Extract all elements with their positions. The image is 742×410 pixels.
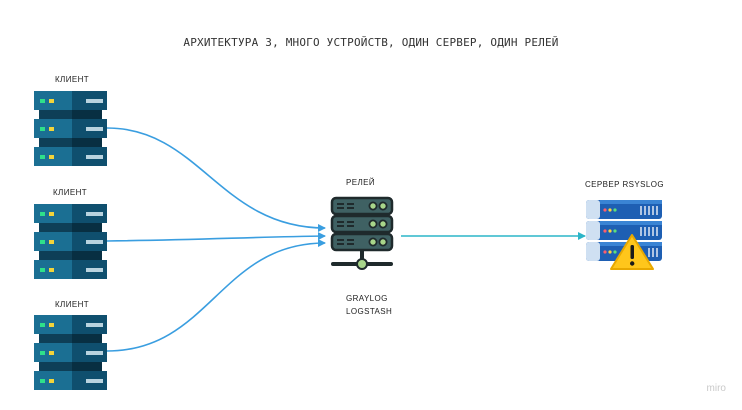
rsyslog-server-icon[interactable] [586, 200, 662, 270]
arrow-client-3-to-relay[interactable] [106, 239, 326, 352]
client-2-server-icon[interactable] [34, 204, 107, 279]
relay-software-graylog: GRAYLOG [346, 294, 388, 303]
warning-icon [610, 234, 654, 270]
diagram-title: АРХИТЕКТУРА 3, МНОГО УСТРОЙСТВ, ОДИН СЕР… [183, 36, 559, 49]
client-2-label: КЛИЕНТ [53, 188, 88, 197]
arrow-client-2-to-relay[interactable] [106, 232, 326, 242]
arrow-client-1-to-relay[interactable] [106, 127, 326, 232]
client-3-label: КЛИЕНТ [55, 300, 90, 309]
relay-server-icon[interactable] [330, 196, 394, 270]
relay-label: РЕЛЕЙ [346, 178, 376, 187]
client-1-label: КЛИЕНТ [55, 75, 90, 84]
client-3-server-icon[interactable] [34, 315, 107, 390]
client-1-server-icon[interactable] [34, 91, 107, 166]
relay-software-logstash: LOGSTASH [346, 307, 393, 316]
miro-watermark: miro [706, 383, 726, 394]
server-label: СЕРВЕР RSYSLOG [585, 180, 664, 189]
